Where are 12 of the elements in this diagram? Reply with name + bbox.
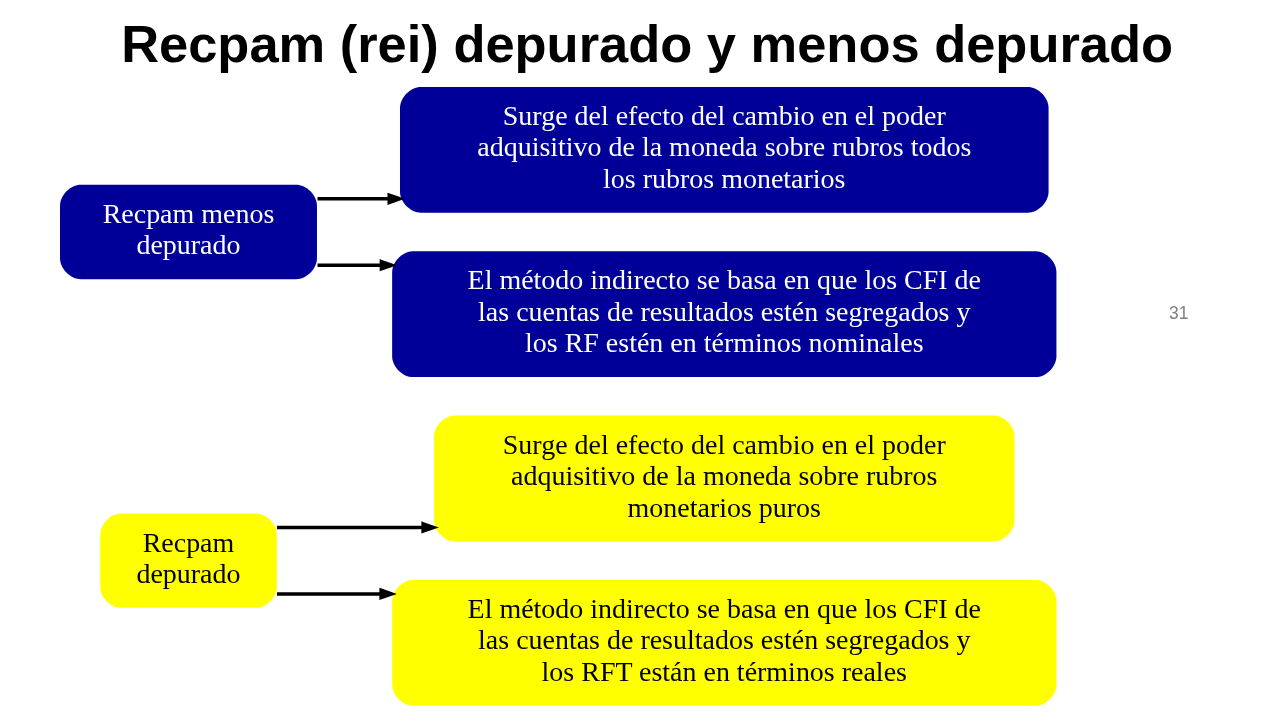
node-box: Surge del efecto del cambio en el poder adquisitivo de la moneda sobre rubros monetarios puros [433,415,1014,542]
label: 31 [1168,302,1189,323]
diagram-title: Recpam (rei) depurado y menos depurado [120,15,1173,74]
arrow [317,192,405,205]
node-box: Recpam depurado [99,513,277,608]
node-box: Recpam menos depurado [59,184,317,280]
arrow [276,587,397,600]
arrow [317,259,397,272]
node-box: El método indirecto se basa en que los CFI de las cuentas de resultados estén segregados y los RF estén en términos nominales [391,251,1056,378]
node-box: El método indirecto se basa en que los CFI de las cuentas de resultados estén segregados y los RFT están en términos reales [391,579,1056,706]
node-box: Surge del efecto del cambio en el poder adquisitivo de la moneda sobre rubros todos los rubros monetarios [399,86,1049,213]
arrow [276,521,439,534]
